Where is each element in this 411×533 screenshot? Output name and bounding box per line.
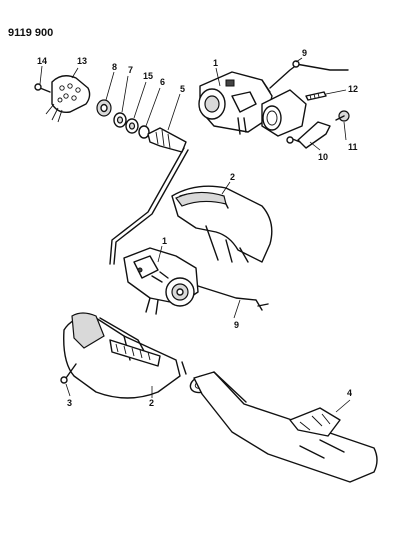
callout-12: 12 — [348, 84, 358, 94]
callout-1-mid: 1 — [162, 236, 167, 246]
bearing-retainer — [96, 99, 112, 117]
screw-12 — [305, 91, 327, 101]
ignition-switch — [286, 121, 331, 149]
switch-nut — [335, 110, 350, 122]
callout-6: 6 — [160, 77, 165, 87]
column-housing-top — [198, 71, 273, 135]
link-rod-mid — [197, 285, 269, 311]
callout-1-top: 1 — [213, 58, 218, 68]
callout-labels: 14 13 8 7 15 6 5 1 9 12 10 11 2 1 9 3 2 … — [37, 48, 358, 408]
callout-9-mid: 9 — [234, 320, 239, 330]
lock-housing-assembly — [123, 247, 199, 315]
shroud-screw — [60, 363, 77, 384]
callout-13: 13 — [77, 56, 87, 66]
callout-15: 15 — [143, 71, 153, 81]
callout-2-top: 2 — [230, 172, 235, 182]
turn-signal-switch — [45, 75, 91, 123]
callout-3: 3 — [67, 398, 72, 408]
actuator-rod — [109, 147, 189, 265]
callout-4: 4 — [347, 388, 352, 398]
switch-screw — [34, 83, 51, 93]
callout-9-top: 9 — [302, 48, 307, 58]
callout-11: 11 — [348, 142, 358, 152]
callout-10: 10 — [318, 152, 328, 162]
callout-8: 8 — [112, 62, 117, 72]
lower-shroud — [63, 312, 187, 399]
column-jacket — [189, 371, 378, 483]
callout-5: 5 — [180, 84, 185, 94]
callout-2-bot: 2 — [149, 398, 154, 408]
lock-sleeve — [261, 89, 307, 137]
spring-washers — [113, 112, 150, 139]
upper-shroud — [171, 185, 273, 263]
diagram-code: 9119 900 — [8, 27, 53, 39]
callout-14: 14 — [37, 56, 47, 66]
callout-7: 7 — [128, 65, 133, 75]
leader-lines — [39, 57, 351, 413]
upper-shaft-end — [147, 127, 187, 153]
dimmer-rod — [269, 60, 349, 89]
